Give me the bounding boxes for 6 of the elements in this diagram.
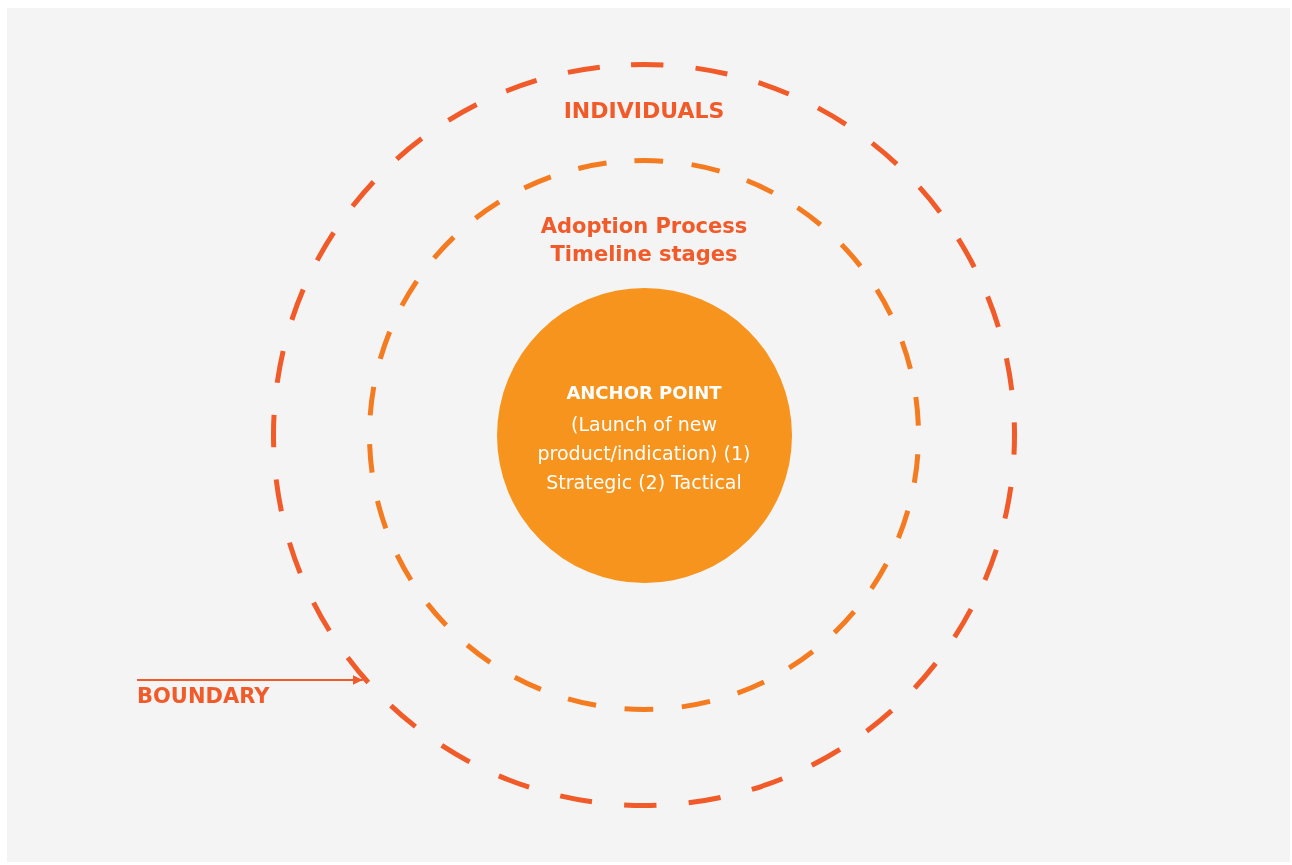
boundary-label: BOUNDARY [137,684,271,710]
circle-text: (Launch of new product/indication) (1) Strategic (2) Tactical [536,411,752,495]
ring-label: INDIVIDUALS [562,98,726,125]
arrow [136,675,364,685]
ring-label: Adoption Process Timeline stages [539,213,749,268]
circle-heading: ANCHOR POINT [565,381,723,404]
